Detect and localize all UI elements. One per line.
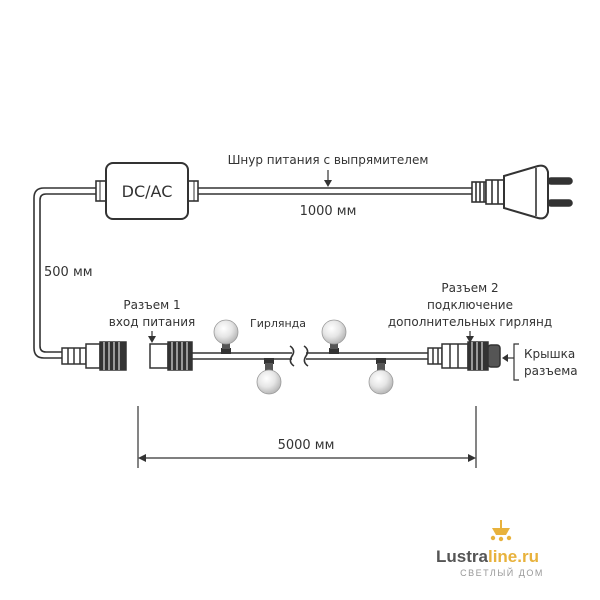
connector-2-socket bbox=[427, 343, 469, 369]
connector-1-plug bbox=[61, 341, 127, 371]
bulb-bottom-2 bbox=[368, 358, 394, 395]
lead-length-label: 500 мм bbox=[44, 265, 93, 280]
bulb-bottom-1 bbox=[256, 358, 282, 395]
garland-length-label: 5000 мм bbox=[278, 438, 335, 453]
power-cord-wires bbox=[33, 187, 472, 359]
converter-label: DC/AC bbox=[122, 182, 173, 201]
logo-tagline: СВЕТЛЫЙ ДОМ bbox=[460, 567, 544, 578]
power-plug-icon bbox=[471, 164, 573, 220]
connector-1-socket bbox=[149, 341, 193, 371]
chandelier-icon bbox=[490, 520, 512, 542]
lustraline-logo: Lustraline.ru СВЕТЛЫЙ ДОМ bbox=[436, 520, 544, 578]
cap-desc: разъема bbox=[524, 364, 578, 378]
cap-pointer bbox=[505, 343, 519, 381]
dc-ac-converter bbox=[95, 162, 199, 220]
connector-2-title: Разъем 2 bbox=[441, 281, 498, 295]
cap-arrow-icon bbox=[502, 354, 508, 362]
power-cord-label: Шнур питания с выпрямителем bbox=[228, 153, 429, 167]
connector-cap bbox=[467, 341, 501, 371]
logo-part-1: Lustra bbox=[436, 547, 489, 566]
garland-wires bbox=[192, 345, 428, 367]
cap-title: Крышка bbox=[524, 347, 575, 361]
power-cord-arrow-icon bbox=[324, 180, 332, 187]
logo-part-2: line.ru bbox=[488, 547, 539, 566]
garland-dimension-line bbox=[137, 406, 477, 468]
connector-1-arrow-icon bbox=[148, 336, 156, 343]
dimension-left-arrow-icon bbox=[138, 454, 146, 462]
connector-2-arrow-icon bbox=[466, 336, 474, 343]
connector-2-desc-2: дополнительных гирлянд bbox=[388, 315, 552, 329]
svg-text:Lustraline.ru: Lustraline.ru bbox=[436, 547, 539, 566]
bulb-top-2 bbox=[321, 319, 347, 354]
garland-label: Гирлянда bbox=[250, 317, 306, 330]
connector-2-desc-1: подключение bbox=[427, 298, 513, 312]
bulb-top-1 bbox=[213, 319, 239, 354]
cord-length-label: 1000 мм bbox=[300, 204, 357, 219]
dimension-right-arrow-icon bbox=[468, 454, 476, 462]
connector-1-desc: вход питания bbox=[109, 315, 195, 329]
connector-1-title: Разъем 1 bbox=[123, 298, 180, 312]
